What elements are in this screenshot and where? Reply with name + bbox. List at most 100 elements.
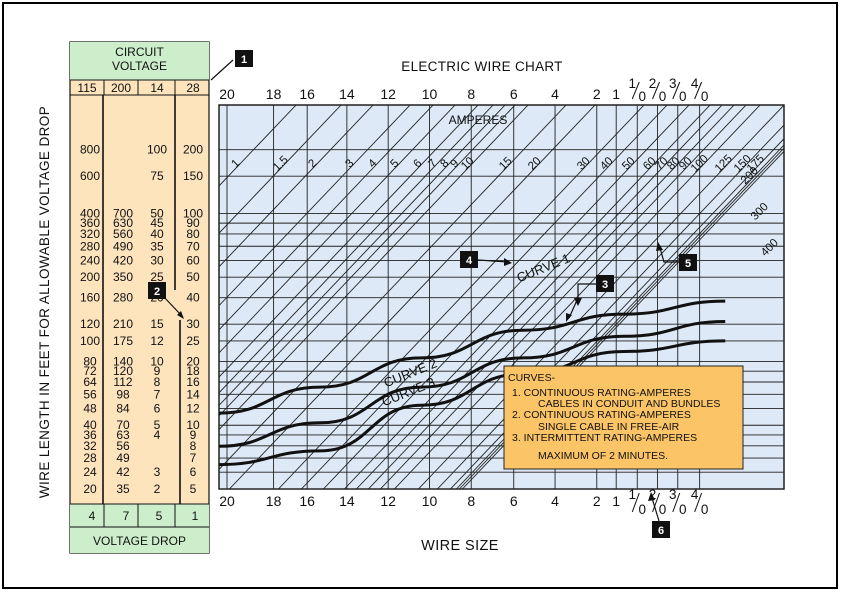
voltage-panel-value: 36 xyxy=(83,428,97,442)
voltage-panel-value: 240 xyxy=(80,253,100,267)
wire-size-label: 10 xyxy=(629,487,647,517)
voltage-panel-value: 72 xyxy=(83,364,97,378)
voltage-panel-value: 75 xyxy=(150,169,164,183)
voltage-panel-value: 25 xyxy=(150,270,164,284)
ampere-line xyxy=(278,105,645,489)
voltage-panel-value: 40 xyxy=(186,291,200,305)
ampere-line xyxy=(219,105,529,431)
callout-4-number: 4 xyxy=(466,255,473,267)
voltage-panel-value: 140 xyxy=(113,354,133,368)
drop-115: 4 xyxy=(89,509,96,523)
voltage-panel-value: 6 xyxy=(190,465,197,479)
wire-size-label: 18 xyxy=(266,493,282,509)
voltage-panel-value: 400 xyxy=(80,206,100,220)
wire-size-label: 30 xyxy=(669,487,687,517)
voltage-panel-value: 84 xyxy=(116,401,130,415)
wire-size-label: 20 xyxy=(649,76,667,104)
wire-size-label: 10 xyxy=(422,493,438,509)
circuit-label: CIRCUIT xyxy=(115,45,164,59)
voltage-label: VOLTAGE xyxy=(112,59,167,73)
voltage-panel-value: 280 xyxy=(113,291,133,305)
ampere-line xyxy=(219,105,506,407)
voltage-panel-value: 35 xyxy=(116,482,130,496)
callout-5: 5 xyxy=(656,242,697,271)
voltage-panel-value: 2 xyxy=(154,482,161,496)
legend-line-3: 2. CONTINUOUS RATING-AMPERES xyxy=(512,409,691,421)
wire-size-label: 4 xyxy=(551,493,559,509)
voltage-panel-value: 32 xyxy=(83,439,97,453)
voltage-panel-value: 70 xyxy=(116,418,130,432)
voltage-panel-value: 98 xyxy=(116,387,130,401)
voltage-panel-value: 63 xyxy=(116,428,130,442)
callout-6: 6 xyxy=(648,492,670,538)
ampere-line xyxy=(219,105,456,354)
voltage-panel-value: 12 xyxy=(150,334,164,348)
voltage-panel-value: 150 xyxy=(183,169,203,183)
voltage-panel-value: 9 xyxy=(154,364,161,378)
wire-size-label: 20 xyxy=(649,487,667,517)
voltage-panel-value: 40 xyxy=(150,227,164,241)
ampere-line xyxy=(219,105,342,234)
svg-text:0: 0 xyxy=(639,89,647,104)
svg-text:4: 4 xyxy=(691,487,699,502)
legend-line-4: SINGLE CABLE IN FREE-AIR xyxy=(538,421,680,433)
svg-text:0: 0 xyxy=(659,89,667,104)
curves-legend xyxy=(503,365,744,470)
voltage-panel-value: 280 xyxy=(80,239,100,253)
voltage-panel-value: 56 xyxy=(116,439,130,453)
svg-text:1: 1 xyxy=(629,487,637,502)
wire-size-label: 20 xyxy=(219,493,235,509)
wire-size-label: 14 xyxy=(339,86,355,102)
callout-4: 4 xyxy=(460,251,512,268)
wire-size-label: 40 xyxy=(691,487,709,517)
ampere-line xyxy=(219,105,411,307)
curve-3 xyxy=(219,339,726,467)
callout-1: 1 xyxy=(210,50,253,81)
voltage-panel-value: 100 xyxy=(80,334,100,348)
voltage-panel-value: 100 xyxy=(147,143,167,157)
voltage-panel-value: 3 xyxy=(154,465,161,479)
callout-3: 3 xyxy=(566,275,614,322)
voltage-panel-value: 16 xyxy=(186,375,200,389)
wire-size-label: 12 xyxy=(380,493,396,509)
voltage-panel-value: 200 xyxy=(183,143,203,157)
ampere-line xyxy=(344,105,711,489)
voltage-panel-value: 600 xyxy=(80,169,100,183)
legend-line-2: CABLES IN CONDUIT AND BUNDLES xyxy=(538,398,720,410)
callout-5-number: 5 xyxy=(685,258,691,270)
voltage-panel-lines xyxy=(70,79,209,528)
callout-2: 2 xyxy=(148,282,184,319)
voltage-col-14: 14 xyxy=(150,81,164,95)
voltage-col-115: 115 xyxy=(77,81,96,95)
voltage-panel-value: 14 xyxy=(186,387,200,401)
wire-size-label: 2 xyxy=(593,86,601,102)
voltage-panel-value: 8 xyxy=(154,375,161,389)
ampere-line xyxy=(380,105,747,489)
wire-size-label: 16 xyxy=(299,86,315,102)
voltage-panel-value: 8 xyxy=(190,439,197,453)
wire-size-label: 1 xyxy=(612,86,620,102)
ampere-line xyxy=(219,105,434,331)
voltage-panel-value: 12 xyxy=(186,401,200,415)
svg-text:3: 3 xyxy=(669,487,677,502)
svg-text:0: 0 xyxy=(679,502,687,517)
voltage-panel-value: 5 xyxy=(190,482,197,496)
voltage-panel-value: 5 xyxy=(154,418,161,432)
ampere-line xyxy=(219,105,516,417)
voltage-panel-value: 175 xyxy=(113,334,133,348)
voltage-panel-value: 25 xyxy=(186,334,200,348)
voltage-panel-value: 90 xyxy=(186,216,200,230)
ampere-lines xyxy=(219,105,784,489)
voltage-panel-value: 800 xyxy=(80,143,100,157)
legend-line-1: 1. CONTINUOUS RATING-AMPERES xyxy=(512,387,691,399)
svg-text:0: 0 xyxy=(701,502,709,517)
curve-1 xyxy=(219,299,726,415)
voltage-panel-value: 360 xyxy=(80,216,100,230)
voltage-panel-value: 100 xyxy=(183,206,203,220)
wire-size-label: 4 xyxy=(551,86,559,102)
voltage-panel-header xyxy=(70,42,209,80)
x-axis-title: WIRE SIZE xyxy=(421,538,499,554)
